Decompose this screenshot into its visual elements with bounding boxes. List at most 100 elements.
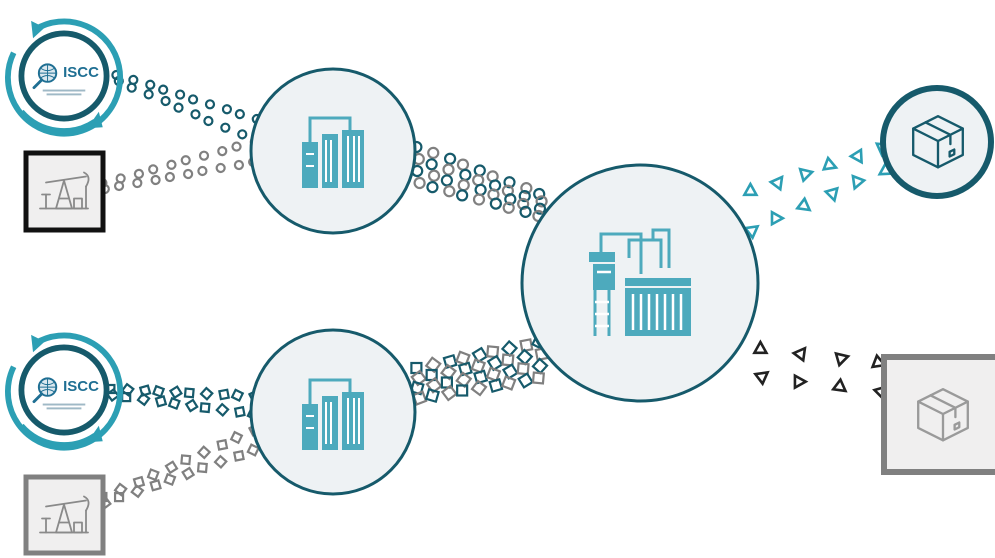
processor-top-to-plant-marker bbox=[519, 205, 532, 218]
processor-bottom-to-plant-marker bbox=[440, 384, 458, 402]
oil-bottom-to-processor-marker bbox=[216, 438, 229, 451]
oil-bottom-to-processor-marker bbox=[229, 430, 244, 445]
plant-to-certified-marker bbox=[768, 174, 784, 192]
processor-top-to-plant-marker bbox=[489, 197, 502, 210]
processor-bottom-to-plant-marker bbox=[455, 350, 471, 367]
oil-top-to-processor-marker bbox=[197, 165, 208, 177]
iscc-top-to-processor-marker bbox=[126, 82, 137, 93]
processor-bottom-to-plant-marker bbox=[439, 363, 458, 381]
iscc-top-to-processor-marker bbox=[220, 122, 231, 133]
processor-bottom-to-plant-marker bbox=[424, 387, 440, 404]
processor-bottom-to-plant-marker bbox=[425, 376, 443, 394]
processor-bottom-to-plant-marker bbox=[501, 363, 519, 380]
iscc-bottom-to-processor-marker bbox=[230, 388, 245, 403]
processor-bottom-to-plant-marker bbox=[531, 357, 549, 375]
processor-top-to-plant-marker bbox=[533, 202, 547, 215]
oil-top-to-processor-marker bbox=[166, 159, 177, 170]
iscc-bottom-to-processor-marker bbox=[183, 387, 195, 399]
processor-bottom-to-plant-marker bbox=[470, 379, 488, 397]
processor-top-to-plant-marker bbox=[427, 146, 440, 159]
oil-top-to-processor-marker bbox=[217, 146, 228, 157]
chemical-plant bbox=[520, 163, 760, 403]
processor-top-to-plant-marker bbox=[457, 179, 470, 192]
oil-top-to-processor-marker bbox=[233, 159, 245, 171]
oil-top-to-processor-marker bbox=[198, 150, 210, 161]
processor-bottom bbox=[249, 328, 417, 496]
oil-source-top bbox=[23, 150, 106, 233]
iscc-top-to-processor-marker bbox=[187, 94, 199, 105]
processor-top-to-plant-marker bbox=[472, 193, 486, 206]
iscc-top-to-processor-marker bbox=[175, 89, 186, 100]
oil-bottom-to-processor-marker bbox=[113, 492, 125, 503]
processor-top-to-plant-marker bbox=[427, 169, 441, 182]
processor-bottom-to-plant-marker bbox=[488, 377, 504, 394]
plant-to-certified-marker bbox=[823, 186, 840, 203]
iscc-bottom-to-processor-marker bbox=[167, 396, 181, 411]
processor-bottom-to-plant-marker bbox=[516, 362, 530, 376]
oil-bottom-to-processor-marker bbox=[213, 454, 228, 469]
oil-top-to-processor-marker bbox=[133, 168, 145, 179]
processor-bottom-to-plant-marker bbox=[500, 339, 519, 358]
oil-source-bottom bbox=[23, 474, 106, 556]
iscc-top-to-processor-marker bbox=[190, 109, 201, 120]
oil-bottom-to-processor-marker bbox=[181, 466, 196, 481]
iscc-bottom-to-processor-marker bbox=[215, 402, 230, 417]
processor-bottom-to-plant-marker bbox=[486, 354, 504, 372]
processor-top-to-plant-marker bbox=[488, 179, 502, 192]
plant-to-certified-marker bbox=[770, 209, 786, 227]
processor-top-to-plant-marker bbox=[442, 163, 455, 176]
processor-top-to-plant-marker bbox=[459, 168, 472, 181]
plant-to-conventional-marker bbox=[752, 339, 769, 355]
oil-top-to-processor-marker bbox=[180, 155, 191, 166]
processor-bottom-to-plant-marker bbox=[471, 346, 489, 364]
oil-bottom-to-processor-marker bbox=[149, 479, 162, 492]
iscc-label: ISCC bbox=[63, 64, 99, 81]
processor-top-to-plant-marker bbox=[425, 158, 438, 171]
plant-to-conventional-marker bbox=[793, 373, 809, 390]
oil-bottom-to-processor-marker bbox=[146, 468, 160, 482]
flow-markers bbox=[97, 69, 895, 511]
processor-bottom-to-plant-marker bbox=[473, 369, 489, 385]
iscc-top-to-processor-marker bbox=[145, 79, 156, 90]
processor-top-to-plant-marker bbox=[456, 158, 470, 171]
iscc-top-to-processor-marker bbox=[160, 95, 171, 107]
output-frame bbox=[881, 354, 995, 475]
plant-to-conventional-marker bbox=[830, 377, 848, 393]
processor-bottom-to-plant-marker bbox=[516, 348, 534, 366]
oil-bottom-to-processor-marker bbox=[164, 460, 179, 475]
oil-top-to-processor-marker bbox=[150, 174, 161, 186]
plant-to-certified-marker bbox=[848, 147, 863, 165]
iscc-label: ISCC bbox=[63, 378, 99, 395]
plant-to-conventional-marker bbox=[834, 351, 851, 368]
plant-to-certified-marker bbox=[798, 167, 815, 184]
oil-top-to-processor-marker bbox=[183, 168, 194, 180]
processor-top-to-plant-marker bbox=[502, 201, 515, 214]
processor-bottom-to-plant-marker bbox=[470, 358, 487, 374]
iscc-bottom-to-processor-marker bbox=[136, 392, 151, 407]
iscc-bottom-to-processor-marker bbox=[233, 405, 246, 418]
oil-top-to-processor-marker bbox=[164, 171, 175, 183]
plant-to-certified-marker bbox=[742, 181, 759, 197]
plant-to-certified-marker bbox=[821, 155, 839, 171]
processor-top-to-plant-marker bbox=[426, 181, 439, 194]
iscc-top-to-processor-marker bbox=[234, 109, 245, 120]
oil-bottom-to-processor-marker bbox=[180, 454, 192, 466]
oil-top-to-processor-marker bbox=[113, 180, 125, 192]
processor-top-to-plant-marker bbox=[413, 176, 426, 190]
processor-bottom-to-plant-marker bbox=[485, 366, 502, 383]
processor-bottom-to-plant-marker bbox=[457, 361, 473, 377]
iscc-bottom-to-processor-marker bbox=[199, 402, 211, 414]
processor-bottom-to-plant-marker bbox=[456, 384, 469, 397]
iscc-top-to-processor-marker bbox=[237, 129, 248, 140]
iscc-top-to-processor-marker bbox=[158, 84, 169, 95]
processor-top-to-plant-marker bbox=[473, 164, 486, 177]
processor-bottom-to-plant-marker bbox=[424, 356, 442, 374]
oil-bottom-to-processor-marker bbox=[163, 472, 177, 487]
iscc-top-to-processor-marker bbox=[221, 104, 233, 115]
iscc-certification-bottom: ISCC bbox=[8, 335, 120, 448]
processor-top-to-plant-marker bbox=[535, 195, 548, 208]
oil-bottom-to-processor-marker bbox=[232, 449, 245, 462]
oil-bottom-to-processor-marker bbox=[246, 443, 261, 457]
processor-bottom-to-plant-marker bbox=[455, 371, 473, 389]
oil-bottom-to-processor-marker bbox=[132, 475, 146, 489]
